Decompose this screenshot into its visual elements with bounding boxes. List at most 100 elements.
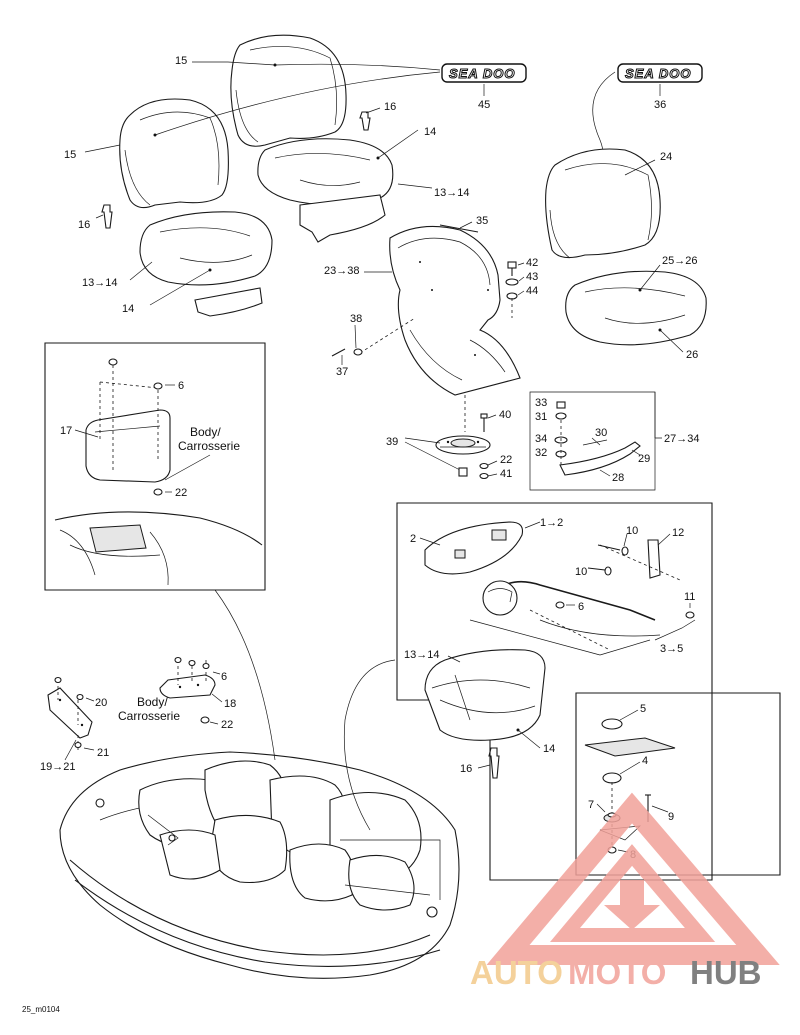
label-14b: 14 [122, 303, 134, 315]
cushion-25-26 [565, 270, 707, 346]
label-1-2: 1→2 [540, 517, 563, 529]
kit-box-27-34 [529, 391, 656, 491]
label-37: 37 [336, 366, 348, 378]
label-3-5: 3→5 [660, 643, 683, 655]
screw-37 [331, 348, 346, 357]
label-14c: 14 [543, 743, 555, 755]
plate-19-21 [47, 687, 93, 739]
washer-38 [353, 348, 363, 356]
label-42: 42 [526, 257, 538, 269]
label-17: 17 [60, 425, 72, 437]
label-34: 34 [535, 433, 547, 445]
label-13-14a: 13→14 [434, 187, 469, 199]
label-29: 29 [638, 453, 650, 465]
label-6c: 6 [221, 671, 227, 683]
label-10a: 10 [626, 525, 638, 537]
seat-cushion-top [257, 138, 394, 243]
backrest-left [119, 98, 229, 209]
cover-plate-17 [85, 409, 171, 483]
nut-39b [458, 467, 468, 477]
nut-41 [479, 472, 489, 480]
label-40: 40 [499, 409, 511, 421]
latch-arm-3-5 [482, 580, 661, 637]
body-label-1b: Carrosserie [178, 439, 240, 453]
detail-box-right [396, 502, 713, 881]
label-23-38: 23→38 [324, 265, 359, 277]
nut-11 [685, 611, 695, 619]
pin-16a [359, 111, 371, 131]
cap-5 [601, 718, 623, 730]
body-label-2a: Body/ [137, 695, 168, 709]
hinge-12 [599, 539, 681, 581]
label-11: 11 [684, 591, 695, 603]
label-5: 5 [640, 703, 646, 715]
label-10b: 10 [575, 566, 587, 578]
watermark-hub: HUB [690, 954, 762, 991]
label-28: 28 [612, 472, 624, 484]
label-33: 33 [535, 397, 547, 409]
label-7: 7 [588, 799, 594, 811]
drawing-code: 25_m0104 [22, 1005, 60, 1014]
seat-base-39 [435, 435, 491, 455]
label-19-21: 19→21 [40, 761, 75, 773]
label-35: 35 [476, 215, 488, 227]
label-26: 26 [686, 349, 698, 361]
washer-43 [505, 278, 519, 286]
gasket-plate [584, 737, 676, 757]
strip-35 [439, 224, 479, 233]
label-30: 30 [595, 427, 607, 439]
label-45: 45 [478, 99, 490, 111]
label-32: 32 [535, 447, 547, 459]
label-16a: 16 [384, 101, 396, 113]
svg-text:SEA DOO: SEA DOO [625, 66, 691, 81]
storage-bin-13-14 [424, 649, 546, 741]
backrest-24 [545, 148, 661, 259]
label-4: 4 [642, 755, 648, 767]
label-24: 24 [660, 151, 672, 163]
label-6a: 6 [178, 380, 184, 392]
screw-10b [587, 566, 612, 576]
washer-22b [479, 462, 489, 470]
svg-text:SEA DOO: SEA DOO [449, 66, 515, 81]
label-39: 39 [386, 436, 398, 448]
label-15b: 15 [64, 149, 76, 161]
screw-10a [597, 544, 629, 556]
label-16b: 16 [78, 219, 90, 231]
automotohub-watermark: AUTO MOTO HUB [470, 792, 780, 991]
watermark-auto: AUTO [470, 954, 563, 991]
plate-18 [159, 674, 216, 699]
grommet-4 [602, 772, 622, 784]
label-22c: 22 [221, 719, 233, 731]
label-22b: 22 [500, 454, 512, 466]
label-13-14b: 13→14 [82, 277, 117, 289]
label-43: 43 [526, 271, 538, 283]
seat-cushion-left [139, 211, 273, 317]
bolt-42 [507, 261, 517, 276]
body-label-1a: Body/ [190, 425, 221, 439]
backrest-right [230, 34, 347, 147]
label-18: 18 [224, 698, 236, 710]
label-21: 21 [97, 747, 109, 759]
label-31: 31 [535, 411, 547, 423]
label-2: 2 [410, 533, 416, 545]
label-25-26: 25→26 [662, 255, 697, 267]
watermark-moto: MOTO [568, 954, 666, 991]
fastener-stack-31-34 [554, 401, 568, 466]
label-9: 9 [668, 811, 674, 823]
label-27-34: 27→34 [664, 433, 699, 445]
label-44: 44 [526, 285, 538, 297]
label-15a: 15 [175, 55, 187, 67]
label-12: 12 [672, 527, 684, 539]
bolt-40 [480, 413, 488, 432]
detail-box-left [44, 342, 266, 591]
body-section-view [54, 511, 263, 586]
label-16c: 16 [460, 763, 472, 775]
detail-box-4-9 [575, 692, 781, 876]
storage-lid-1-2 [424, 521, 524, 575]
sea-doo-logo-36: SEA DOO [617, 63, 703, 83]
pin-16b [101, 204, 113, 229]
seat-shell-23-38 [389, 225, 521, 396]
label-38: 38 [350, 313, 362, 325]
sea-doo-logo-45: SEA DOO [441, 63, 527, 83]
